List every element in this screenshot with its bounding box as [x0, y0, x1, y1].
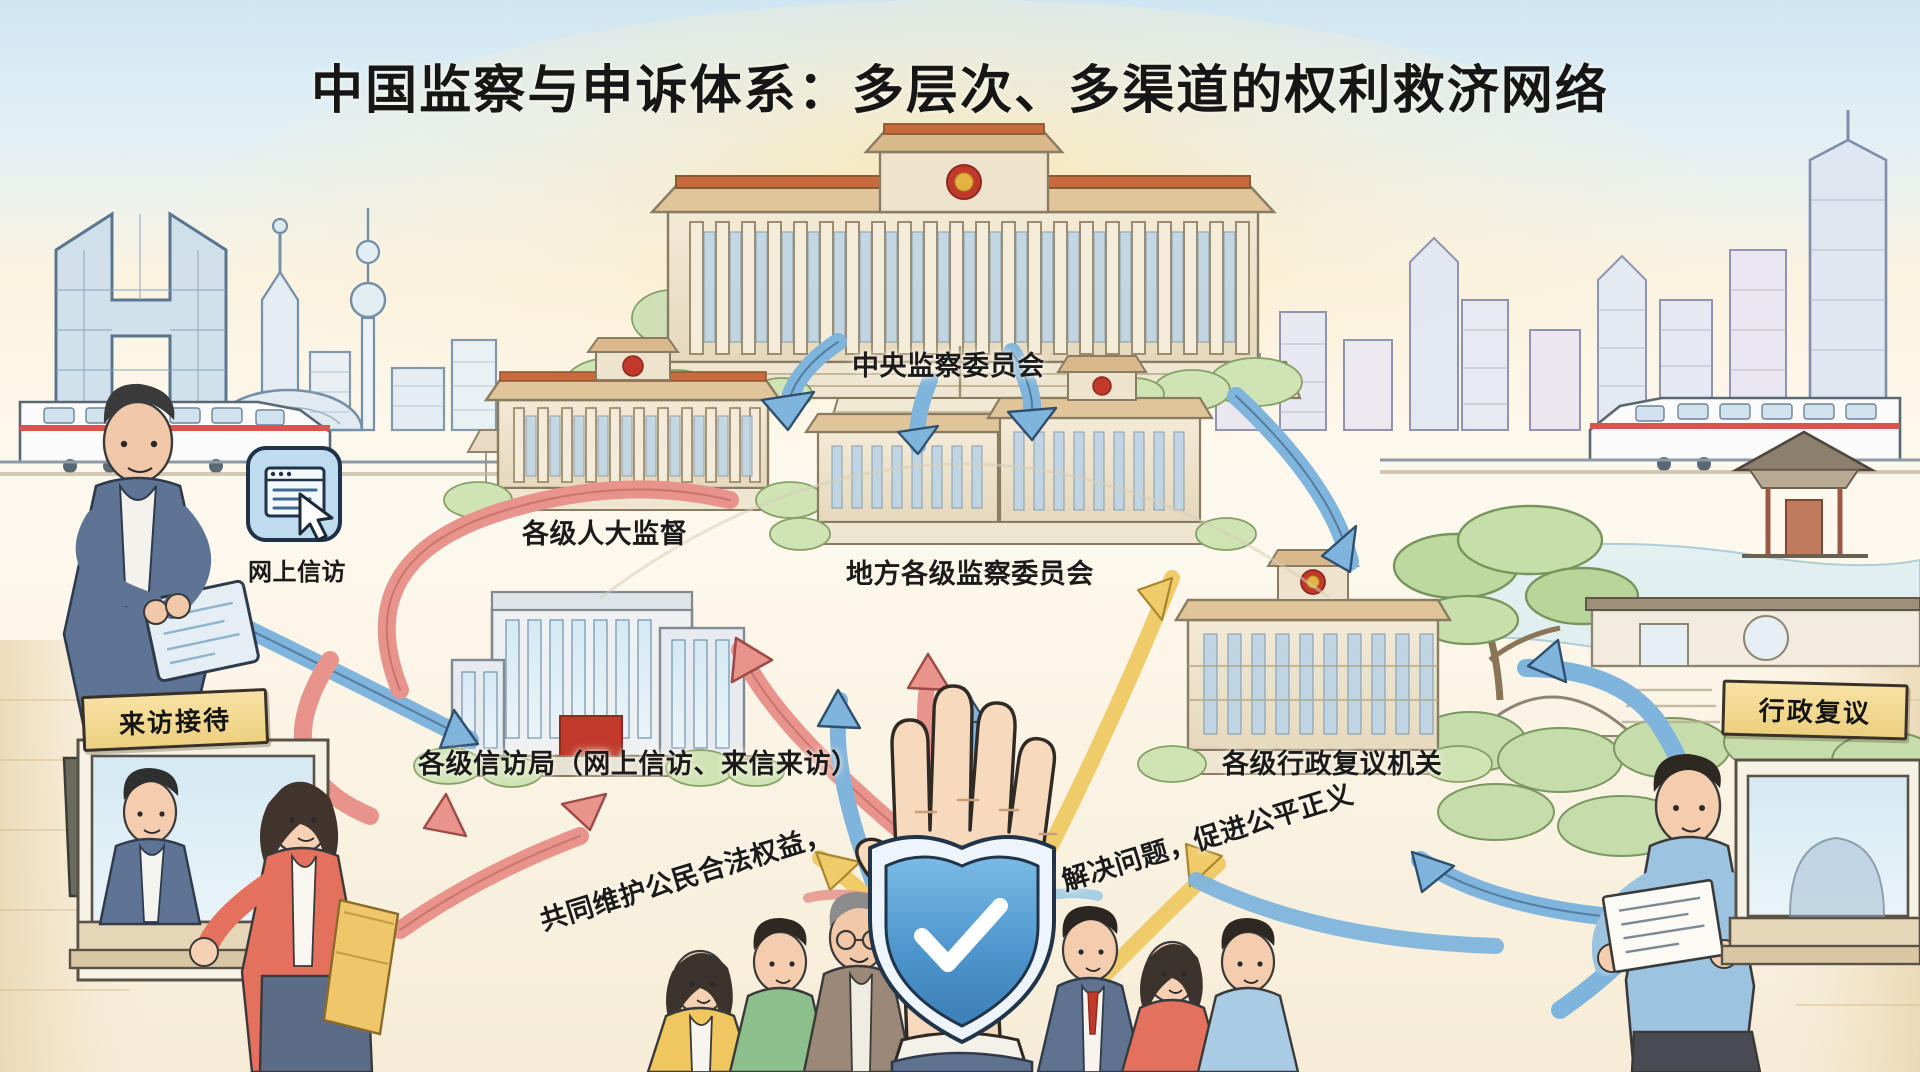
online-petition-icon-graphic: [246, 446, 342, 542]
page-title: 中国监察与申诉体系：多层次、多渠道的权利救济网络: [311, 62, 1609, 120]
sign-visitor-reception: 来访接待: [80, 687, 270, 753]
arrow-online-to-petition: [241, 621, 480, 750]
label-central-commission: 中央监察委员会: [852, 351, 1045, 381]
arrow-citizens-to-petition: [391, 792, 608, 939]
label-local-commissions: 地方各级监察委员会: [846, 559, 1094, 589]
open-palm-hand: [855, 684, 1058, 1072]
label-petition-bureaus: 各级信访局（网上信访、来信来访）: [418, 749, 859, 779]
garden-right: [1392, 430, 1920, 857]
decorative-arc: [599, 462, 1331, 600]
sign-administrative-review: 行政复议: [1721, 679, 1909, 741]
check-mark: [914, 898, 1008, 972]
arrow-petition-to-npc: [377, 480, 739, 699]
arrow-central-to-local-left: [760, 333, 847, 432]
arrow-red-to-npc: [730, 636, 909, 839]
arrow-central-down-left: [896, 372, 940, 456]
label-online-petition: 网上信访: [248, 559, 346, 586]
visitor-woman: [189, 781, 400, 1072]
label-npc-supervision: 各级人大监督: [522, 519, 688, 549]
reception-kiosk-left: [68, 738, 400, 1072]
arrow-central-to-admin-review: [1227, 387, 1359, 574]
building-admin-review: [1137, 549, 1493, 783]
arrow-central-to-local-mid: [1003, 343, 1058, 442]
skyline-right: [1215, 110, 1888, 432]
label-admin-review: 各级行政复议机关: [1222, 749, 1443, 779]
arrow-admin-to-center: [1188, 872, 1504, 954]
person-documents-right: [1591, 754, 1920, 1072]
